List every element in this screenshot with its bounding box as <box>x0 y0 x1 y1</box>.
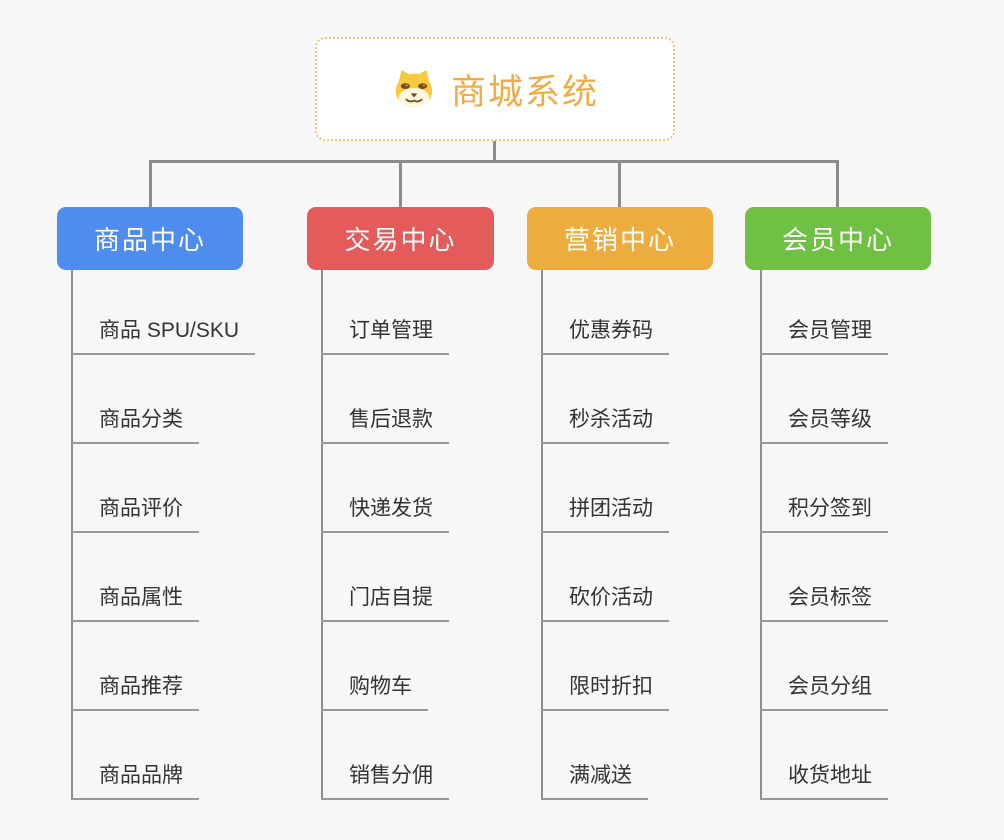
leaf-node[interactable]: 商品分类 <box>71 355 199 444</box>
leaf-label: 秒杀活动 <box>541 403 669 444</box>
leaf-node[interactable]: 砍价活动 <box>541 533 669 622</box>
leaf-column-member: 会员管理 会员等级 积分签到 会员标签 会员分组 收货地址 <box>760 266 1004 800</box>
leaf-column-marketing: 优惠券码 秒杀活动 拼团活动 砍价活动 限时折扣 满减送 <box>541 266 786 800</box>
leaf-node[interactable]: 商品推荐 <box>71 622 199 711</box>
leaf-node[interactable]: 收货地址 <box>760 711 888 800</box>
branch-node-marketing-center[interactable]: 营销中心 <box>527 207 713 270</box>
leaf-label: 拼团活动 <box>541 492 669 533</box>
spine-product <box>71 270 73 800</box>
leaf-label: 商品 SPU/SKU <box>71 314 256 355</box>
leaf-node[interactable]: 会员管理 <box>760 266 888 355</box>
leaf-node[interactable]: 商品属性 <box>71 533 199 622</box>
spine-member <box>760 270 762 800</box>
leaf-label: 商品属性 <box>71 581 199 622</box>
leaf-label: 满减送 <box>541 759 648 800</box>
connector-root-drop <box>493 141 496 160</box>
leaf-label: 订单管理 <box>321 314 449 355</box>
branch-node-product-center[interactable]: 商品中心 <box>57 207 243 270</box>
leaf-label: 售后退款 <box>321 403 449 444</box>
leaf-column-product: 商品 SPU/SKU 商品分类 商品评价 商品属性 商品推荐 商品品牌 <box>71 266 316 800</box>
leaf-node[interactable]: 购物车 <box>321 622 428 711</box>
leaf-node[interactable]: 会员等级 <box>760 355 888 444</box>
leaf-node[interactable]: 拼团活动 <box>541 444 669 533</box>
leaf-label: 商品评价 <box>71 492 199 533</box>
leaf-label: 会员标签 <box>760 581 888 622</box>
leaf-label: 优惠券码 <box>541 314 669 355</box>
leaf-label: 商品分类 <box>71 403 199 444</box>
leaf-node[interactable]: 秒杀活动 <box>541 355 669 444</box>
leaf-node[interactable]: 商品评价 <box>71 444 199 533</box>
leaf-node[interactable]: 快递发货 <box>321 444 449 533</box>
leaf-label: 购物车 <box>321 670 428 711</box>
spine-marketing <box>541 270 543 800</box>
leaf-label: 会员管理 <box>760 314 888 355</box>
leaf-node[interactable]: 会员标签 <box>760 533 888 622</box>
leaf-node[interactable]: 限时折扣 <box>541 622 669 711</box>
spine-trade <box>321 270 323 800</box>
leaf-label: 收货地址 <box>760 759 888 800</box>
leaf-label: 会员分组 <box>760 670 888 711</box>
leaf-label: 商品品牌 <box>71 759 199 800</box>
leaf-label: 销售分佣 <box>321 759 449 800</box>
doge-icon <box>391 67 437 111</box>
connector-drop-member <box>836 163 839 207</box>
leaf-node[interactable]: 商品 SPU/SKU <box>71 266 256 355</box>
leaf-node[interactable]: 门店自提 <box>321 533 449 622</box>
connector-drop-trade <box>399 163 402 207</box>
connector-trunk <box>149 160 839 163</box>
leaf-node[interactable]: 满减送 <box>541 711 648 800</box>
leaf-label: 积分签到 <box>760 492 888 533</box>
leaf-node[interactable]: 会员分组 <box>760 622 888 711</box>
leaf-node[interactable]: 销售分佣 <box>321 711 449 800</box>
leaf-node[interactable]: 商品品牌 <box>71 711 199 800</box>
leaf-node[interactable]: 优惠券码 <box>541 266 669 355</box>
leaf-label: 门店自提 <box>321 581 449 622</box>
leaf-label: 限时折扣 <box>541 670 669 711</box>
leaf-label: 砍价活动 <box>541 581 669 622</box>
leaf-node[interactable]: 售后退款 <box>321 355 449 444</box>
leaf-node[interactable]: 订单管理 <box>321 266 449 355</box>
branch-node-trade-center[interactable]: 交易中心 <box>307 207 494 270</box>
leaf-label: 快递发货 <box>321 492 449 533</box>
leaf-label: 会员等级 <box>760 403 888 444</box>
connector-drop-product <box>149 163 152 207</box>
leaf-label: 商品推荐 <box>71 670 199 711</box>
leaf-node[interactable]: 积分签到 <box>760 444 888 533</box>
branch-node-member-center[interactable]: 会员中心 <box>745 207 931 270</box>
root-node[interactable]: 商城系统 <box>315 37 675 141</box>
leaf-column-trade: 订单管理 售后退款 快递发货 门店自提 购物车 销售分佣 <box>321 266 566 800</box>
root-title: 商城系统 <box>450 72 599 112</box>
connector-drop-marketing <box>618 163 621 207</box>
